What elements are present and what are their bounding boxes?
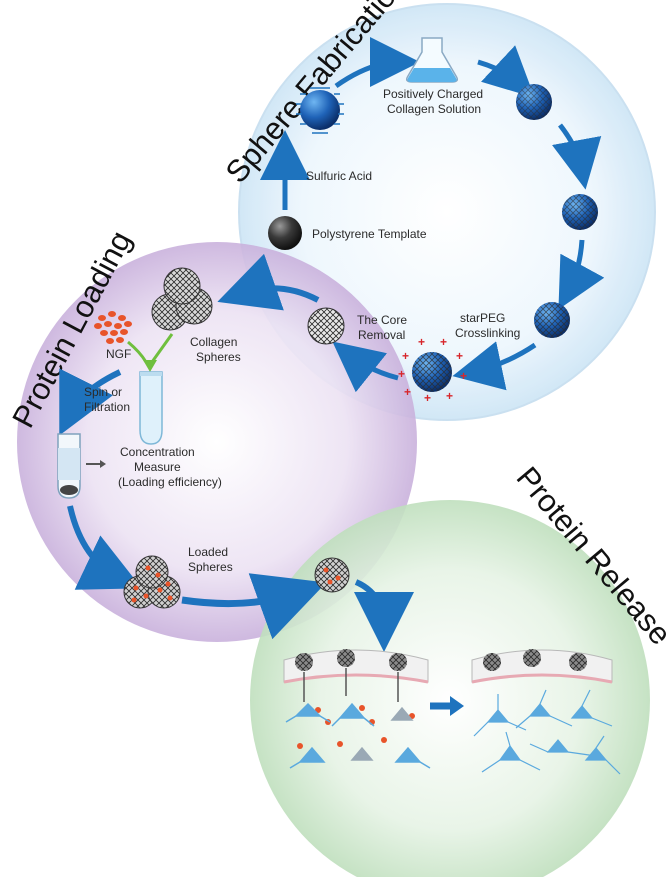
ngf-particles <box>94 311 132 344</box>
crosslink-label-line1: starPEG <box>460 311 505 325</box>
svg-text:+: + <box>460 369 467 383</box>
collagen-label-line2: Spheres <box>196 350 241 364</box>
spin-label-line2: Filtration <box>84 400 130 414</box>
arrow-left-to-right-head <box>450 696 464 716</box>
test-tube-icon <box>139 371 163 445</box>
collagen-spheres-cluster <box>151 267 213 331</box>
neurons-left <box>285 702 431 769</box>
arrow-to-measure-head <box>100 460 106 468</box>
arrow-sphere-to-gel <box>353 579 414 652</box>
arrow-crosslinked-to-core <box>332 341 399 393</box>
conc-label-line1: Concentration <box>120 445 195 459</box>
flask-icon <box>405 37 459 83</box>
ngf-label: NGF <box>106 347 131 361</box>
gel-spheres-left <box>295 649 407 671</box>
flask-label-line1: Positively Charged <box>383 87 483 101</box>
arrow-to-loaded <box>67 505 142 590</box>
coated-sphere-1 <box>516 84 552 120</box>
core-label-line1: The Core <box>357 313 407 327</box>
svg-text:+: + <box>404 385 411 399</box>
svg-text:+: + <box>440 335 447 349</box>
arrow-sphere3-to-crosslinked <box>452 341 537 391</box>
release-arrows <box>303 668 399 702</box>
arrow-to-release <box>181 573 327 640</box>
collagen-label-line1: Collagen <box>190 335 237 349</box>
arrow-to-flask <box>334 37 420 89</box>
core-label-line2: Removal <box>358 328 405 342</box>
svg-text:+: + <box>398 367 405 381</box>
coated-sphere-3 <box>534 302 570 338</box>
arrow-to-spin <box>59 368 122 436</box>
svg-text:+: + <box>424 391 431 405</box>
gel-spheres-right <box>483 649 587 671</box>
svg-text:+: + <box>402 349 409 363</box>
arrow-sphere2-to-sphere3 <box>558 239 605 310</box>
loaded-ngf-dots <box>131 565 173 603</box>
positive-charge-marks: + + + + + + + + + <box>398 335 467 405</box>
svg-text:+: + <box>456 349 463 363</box>
crosslinked-sphere <box>412 352 452 392</box>
hollow-sphere <box>307 307 345 345</box>
svg-text:+: + <box>446 389 453 403</box>
single-loaded-sphere <box>314 557 350 593</box>
svg-text:+: + <box>418 335 425 349</box>
filtration-tube-icon <box>57 433 81 499</box>
charge-marks <box>296 87 344 134</box>
coated-sphere-2 <box>562 194 598 230</box>
green-arrow-head <box>143 360 157 372</box>
green-arrow-collagen <box>150 333 174 363</box>
polystyrene-template-sphere <box>268 216 302 250</box>
loaded-label-line2: Spheres <box>188 560 233 574</box>
neurons-right <box>473 689 621 775</box>
conc-label-line2: Measure <box>134 460 181 474</box>
release-circle <box>250 500 650 877</box>
crosslink-label-line2: Crosslinking <box>455 326 520 340</box>
arrow-sphere1-to-sphere2 <box>552 123 602 190</box>
template-label: Polystyrene Template <box>312 227 427 241</box>
conc-label-line3: (Loading efficiency) <box>118 475 222 489</box>
flask-label-line2: Collagen Solution <box>387 102 481 116</box>
loaded-label-line1: Loaded <box>188 545 228 559</box>
acid-label: Sulfuric Acid <box>306 169 372 183</box>
charged-sphere <box>300 90 340 130</box>
spin-label-line1: Spin or <box>84 385 122 399</box>
arrow-to-loading <box>217 253 320 311</box>
arrow-flask-to-sphere <box>477 45 535 98</box>
